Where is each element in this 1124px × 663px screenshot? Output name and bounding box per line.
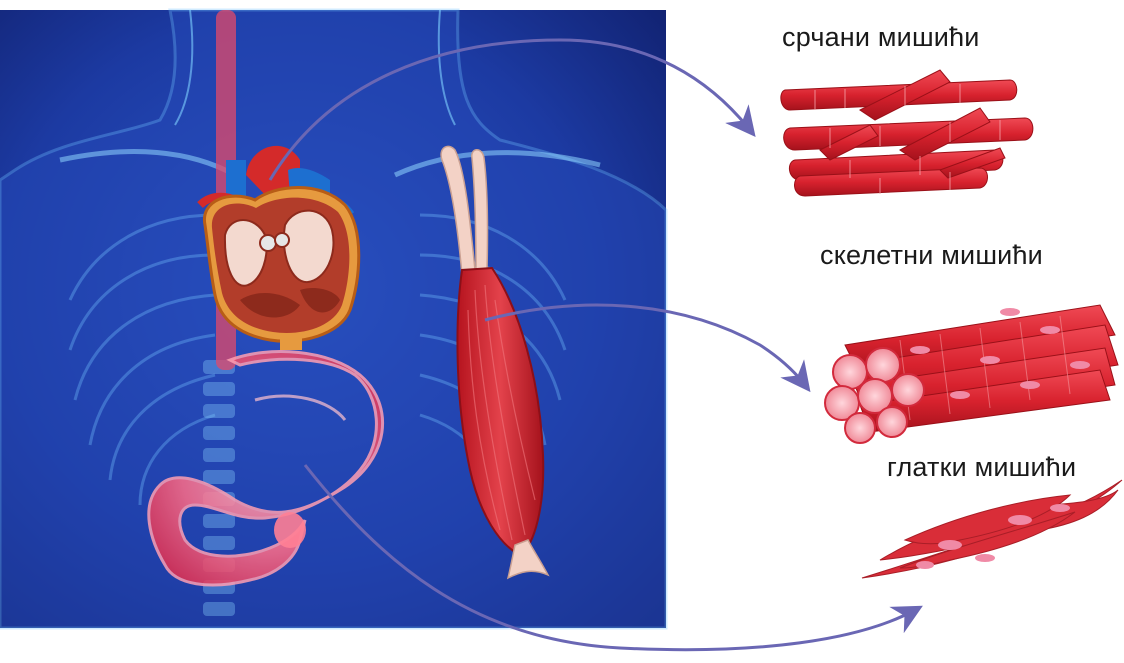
cardiac-fiber-icon <box>781 70 1033 196</box>
cardiac-muscle-label: срчани мишићи <box>782 22 980 53</box>
smooth-muscle-label: глатки мишићи <box>887 452 1076 483</box>
smooth-muscle-cell-icon <box>862 480 1122 578</box>
skeletal-muscle-label: скелетни мишићи <box>820 240 1043 271</box>
skeletal-fiber-bundle-icon <box>825 305 1118 443</box>
